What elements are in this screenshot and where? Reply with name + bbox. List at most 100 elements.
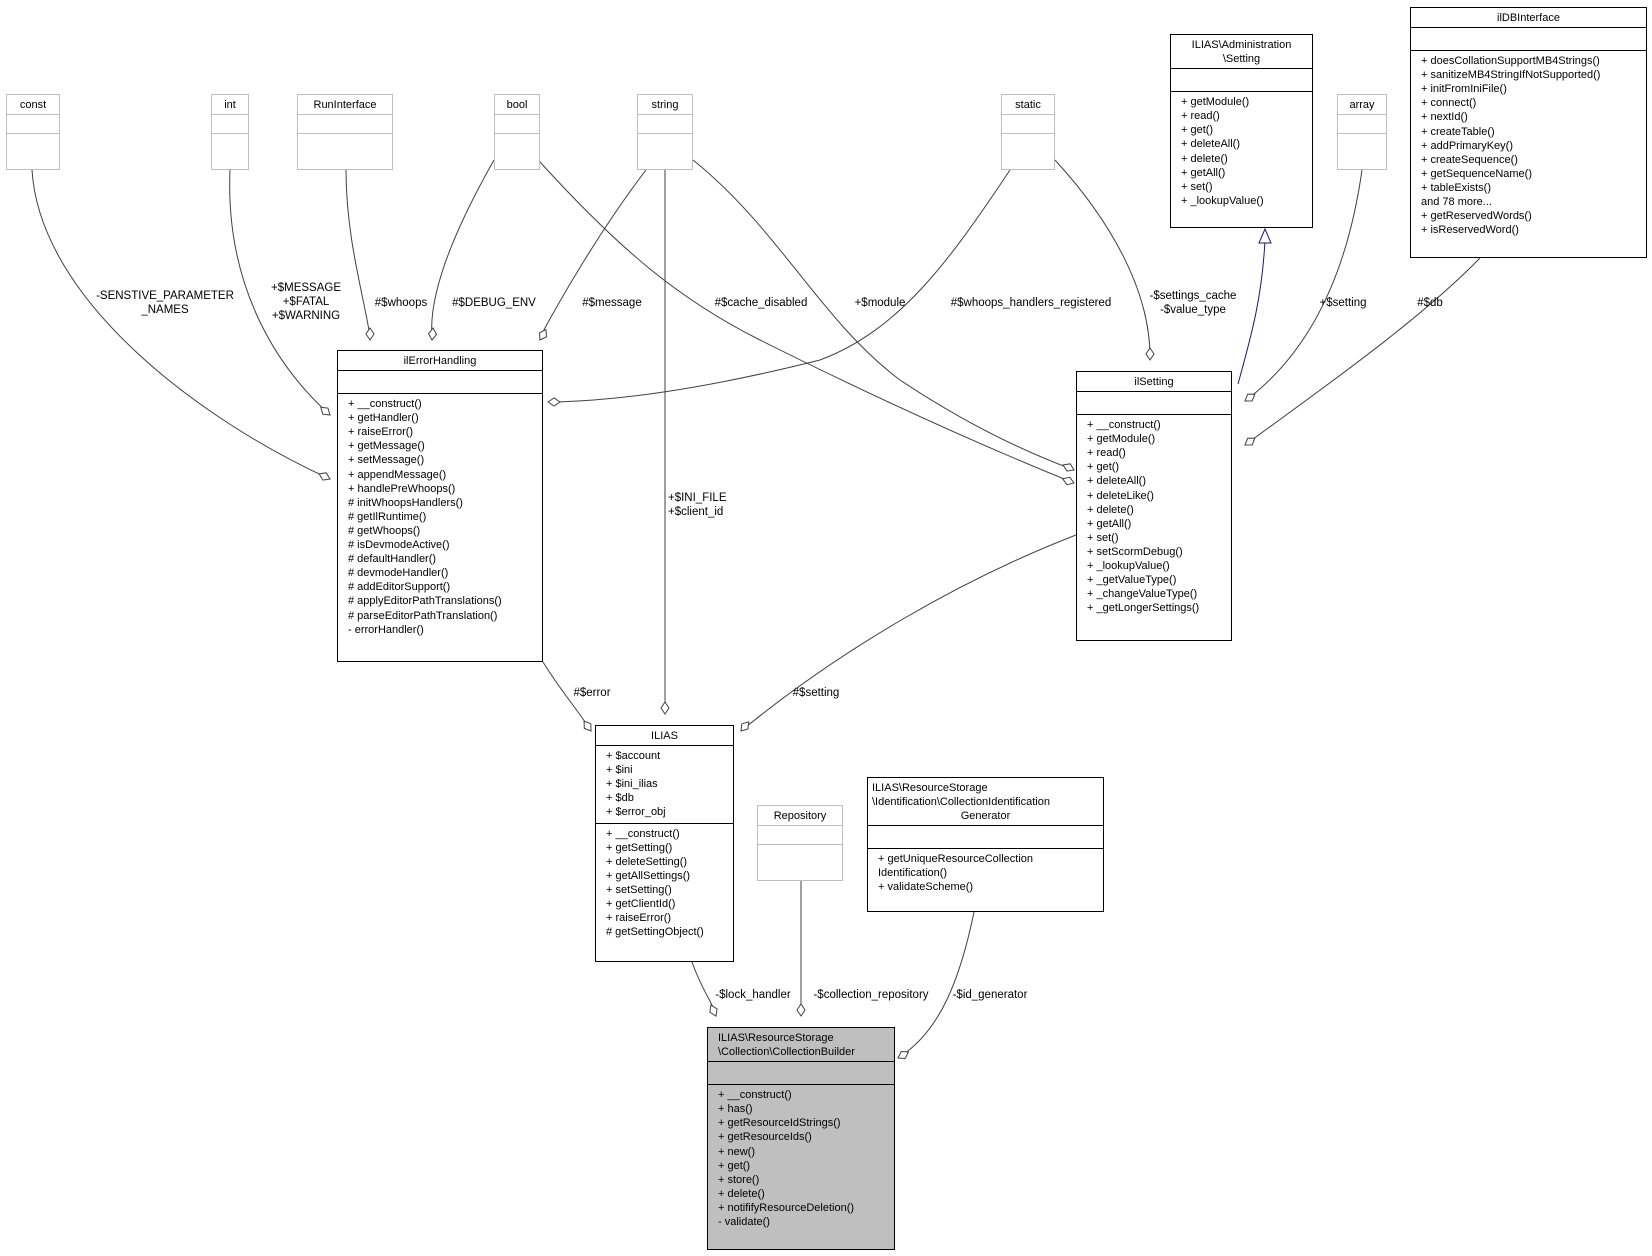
edge-label-setting-ilias: #$setting <box>783 686 849 700</box>
node-ilias-attributes: + $account + $ini + $ini_ilias + $db + $… <box>596 745 733 822</box>
node-int[interactable]: int <box>211 94 249 170</box>
edge-label-line: -$value_type <box>1160 304 1226 316</box>
edge-label-setting-array: +$setting <box>1310 296 1376 310</box>
aggregation-diamond <box>583 720 592 732</box>
method: # initWhoopsHandlers() <box>348 496 463 509</box>
method: + handlePreWhoops() <box>348 482 456 495</box>
method: - errorHandler() <box>348 623 424 636</box>
node-ilsetting[interactable]: ilSetting + __construct() + getModule() … <box>1076 371 1232 641</box>
edge-label-line: +$setting <box>1319 297 1367 309</box>
node-collection-builder-methods: + __construct() + has() + getResourceIdS… <box>708 1084 894 1232</box>
attribute: + $ini_ilias <box>606 778 658 791</box>
edge-const-ilerrorhandling <box>31 169 331 480</box>
node-administration-setting-title: ILIAS\Administration \Setting <box>1171 35 1312 68</box>
node-ilias[interactable]: ILIAS + $account + $ini + $ini_ilias + $… <box>595 725 734 962</box>
node-string-title: string <box>651 99 679 111</box>
node-int-attributes <box>212 114 248 133</box>
edge-label-ini-file-client-id: +$INI_FILE +$client_id <box>668 491 744 519</box>
method: + validateScheme() <box>878 881 974 894</box>
node-ilerrorhandling-attributes <box>338 370 542 393</box>
edge-label-settings-cache-value-type: -$settings_cache -$value_type <box>1140 289 1246 317</box>
edge-idgen-collectionbuilder <box>900 911 975 1057</box>
method: + _lookupValue() <box>1181 194 1264 207</box>
method: + delete() <box>1181 152 1228 165</box>
node-string[interactable]: string <box>637 94 693 170</box>
edge-label-line: -$collection_repository <box>813 989 929 1001</box>
node-ildbinterface-methods: + doesCollationSupportMB4Strings() + san… <box>1411 50 1646 240</box>
title-line: ILIAS\ResourceStorage <box>872 782 988 794</box>
edge-runiface-ilerrorhandling <box>345 169 371 338</box>
node-administration-setting-attributes <box>1171 68 1312 91</box>
node-administration-setting[interactable]: ILIAS\Administration \Setting + getModul… <box>1170 34 1313 228</box>
node-int-methods <box>212 133 248 152</box>
node-array[interactable]: array <box>1337 94 1387 170</box>
edge-label-line: -$settings_cache <box>1149 290 1237 302</box>
aggregation-diamond <box>740 721 750 732</box>
method: + getModule() <box>1181 96 1250 109</box>
node-ilsetting-title: ilSetting <box>1134 376 1174 388</box>
node-repository-title: Repository <box>773 810 827 822</box>
method: + getResourceIdStrings() <box>718 1117 841 1130</box>
node-const-attributes <box>7 114 59 133</box>
method: + isReservedWord() <box>1421 224 1519 237</box>
method: + store() <box>718 1173 760 1186</box>
node-collection-builder[interactable]: ILIAS\ResourceStorage \Collection\Collec… <box>707 1027 895 1250</box>
method: + doesCollationSupportMB4Strings() <box>1421 55 1600 68</box>
method: + getClientId() <box>606 898 676 911</box>
node-const[interactable]: const <box>6 94 60 170</box>
node-collection-identification-generator-title: ILIAS\ResourceStorage \Identification\Co… <box>868 778 1103 825</box>
method: + __construct() <box>348 398 422 411</box>
edge-label-line: +$module <box>854 297 906 309</box>
method: + deleteSetting() <box>606 855 688 868</box>
edge-ilsetting-ilias <box>740 534 1077 732</box>
aggregation-diamond <box>1244 393 1256 402</box>
node-collection-identification-generator[interactable]: ILIAS\ResourceStorage \Identification\Co… <box>867 777 1104 912</box>
method: + _getValueType() <box>1087 574 1177 587</box>
method: + addPrimaryKey() <box>1421 139 1514 152</box>
method: + createSequence() <box>1421 153 1518 166</box>
edge-bool-ilerrorhandling <box>431 159 495 338</box>
title-line: \Collection\CollectionBuilder <box>718 1046 855 1059</box>
method: + createTable() <box>1421 125 1495 138</box>
edge-label-senstive-parameter-names: -SENSTIVE_PARAMETER _NAMES <box>80 289 250 317</box>
aggregation-diamond <box>320 406 331 416</box>
node-repository-attributes <box>758 825 842 844</box>
edge-label-message-fatal-warning: +$MESSAGE +$FATAL +$WARNING <box>262 281 350 323</box>
method: + getHandler() <box>348 412 419 425</box>
edge-label-line: #$message <box>582 297 642 309</box>
aggregation-diamond <box>1061 476 1075 486</box>
method: + getUniqueResourceCollection <box>878 853 1034 866</box>
method: # getIlRuntime() <box>348 510 427 523</box>
aggregation-diamond <box>897 1051 910 1059</box>
method: + getResourceIds() <box>718 1131 812 1144</box>
node-ilsetting-attributes <box>1077 391 1231 414</box>
attribute: + $account <box>606 750 661 763</box>
edge-label-line: +$FATAL <box>282 296 330 308</box>
node-bool-title: bool <box>506 99 528 111</box>
node-array-methods <box>1338 133 1386 152</box>
edge-label-error: #$error <box>567 686 617 700</box>
method: + nextId() <box>1421 111 1468 124</box>
node-runinterface[interactable]: RunInterface <box>297 94 393 170</box>
edge-label-line: #$DEBUG_ENV <box>452 297 536 309</box>
node-ildbinterface[interactable]: ilDBInterface + doesCollationSupportMB4S… <box>1410 7 1647 258</box>
node-string-attributes <box>638 114 692 133</box>
node-repository[interactable]: Repository <box>757 805 843 881</box>
aggregation-diamond <box>709 1004 718 1017</box>
edge-label-line: -$id_generator <box>952 989 1028 1001</box>
method: + connect() <box>1421 97 1477 110</box>
node-bool[interactable]: bool <box>494 94 540 170</box>
method: # defaultHandler() <box>348 553 437 566</box>
method: + getReservedWords() <box>1421 210 1532 223</box>
edge-string-ilerrorhandling <box>539 169 647 338</box>
edge-label-line: #$cache_disabled <box>714 297 808 309</box>
node-static[interactable]: static <box>1001 94 1055 170</box>
edge-label-collection-repository: -$collection_repository <box>803 988 939 1002</box>
node-ilerrorhandling[interactable]: ilErrorHandling + __construct() + getHan… <box>337 350 543 662</box>
node-const-title: const <box>19 99 47 111</box>
node-ilerrorhandling-title: ilErrorHandling <box>403 355 477 367</box>
node-repository-methods <box>758 844 842 863</box>
edge-label-line: #$whoops_handlers_registered <box>950 297 1112 309</box>
aggregation-diamond <box>1145 347 1155 361</box>
edge-label-whoops-handlers-registered: #$whoops_handlers_registered <box>936 296 1126 310</box>
